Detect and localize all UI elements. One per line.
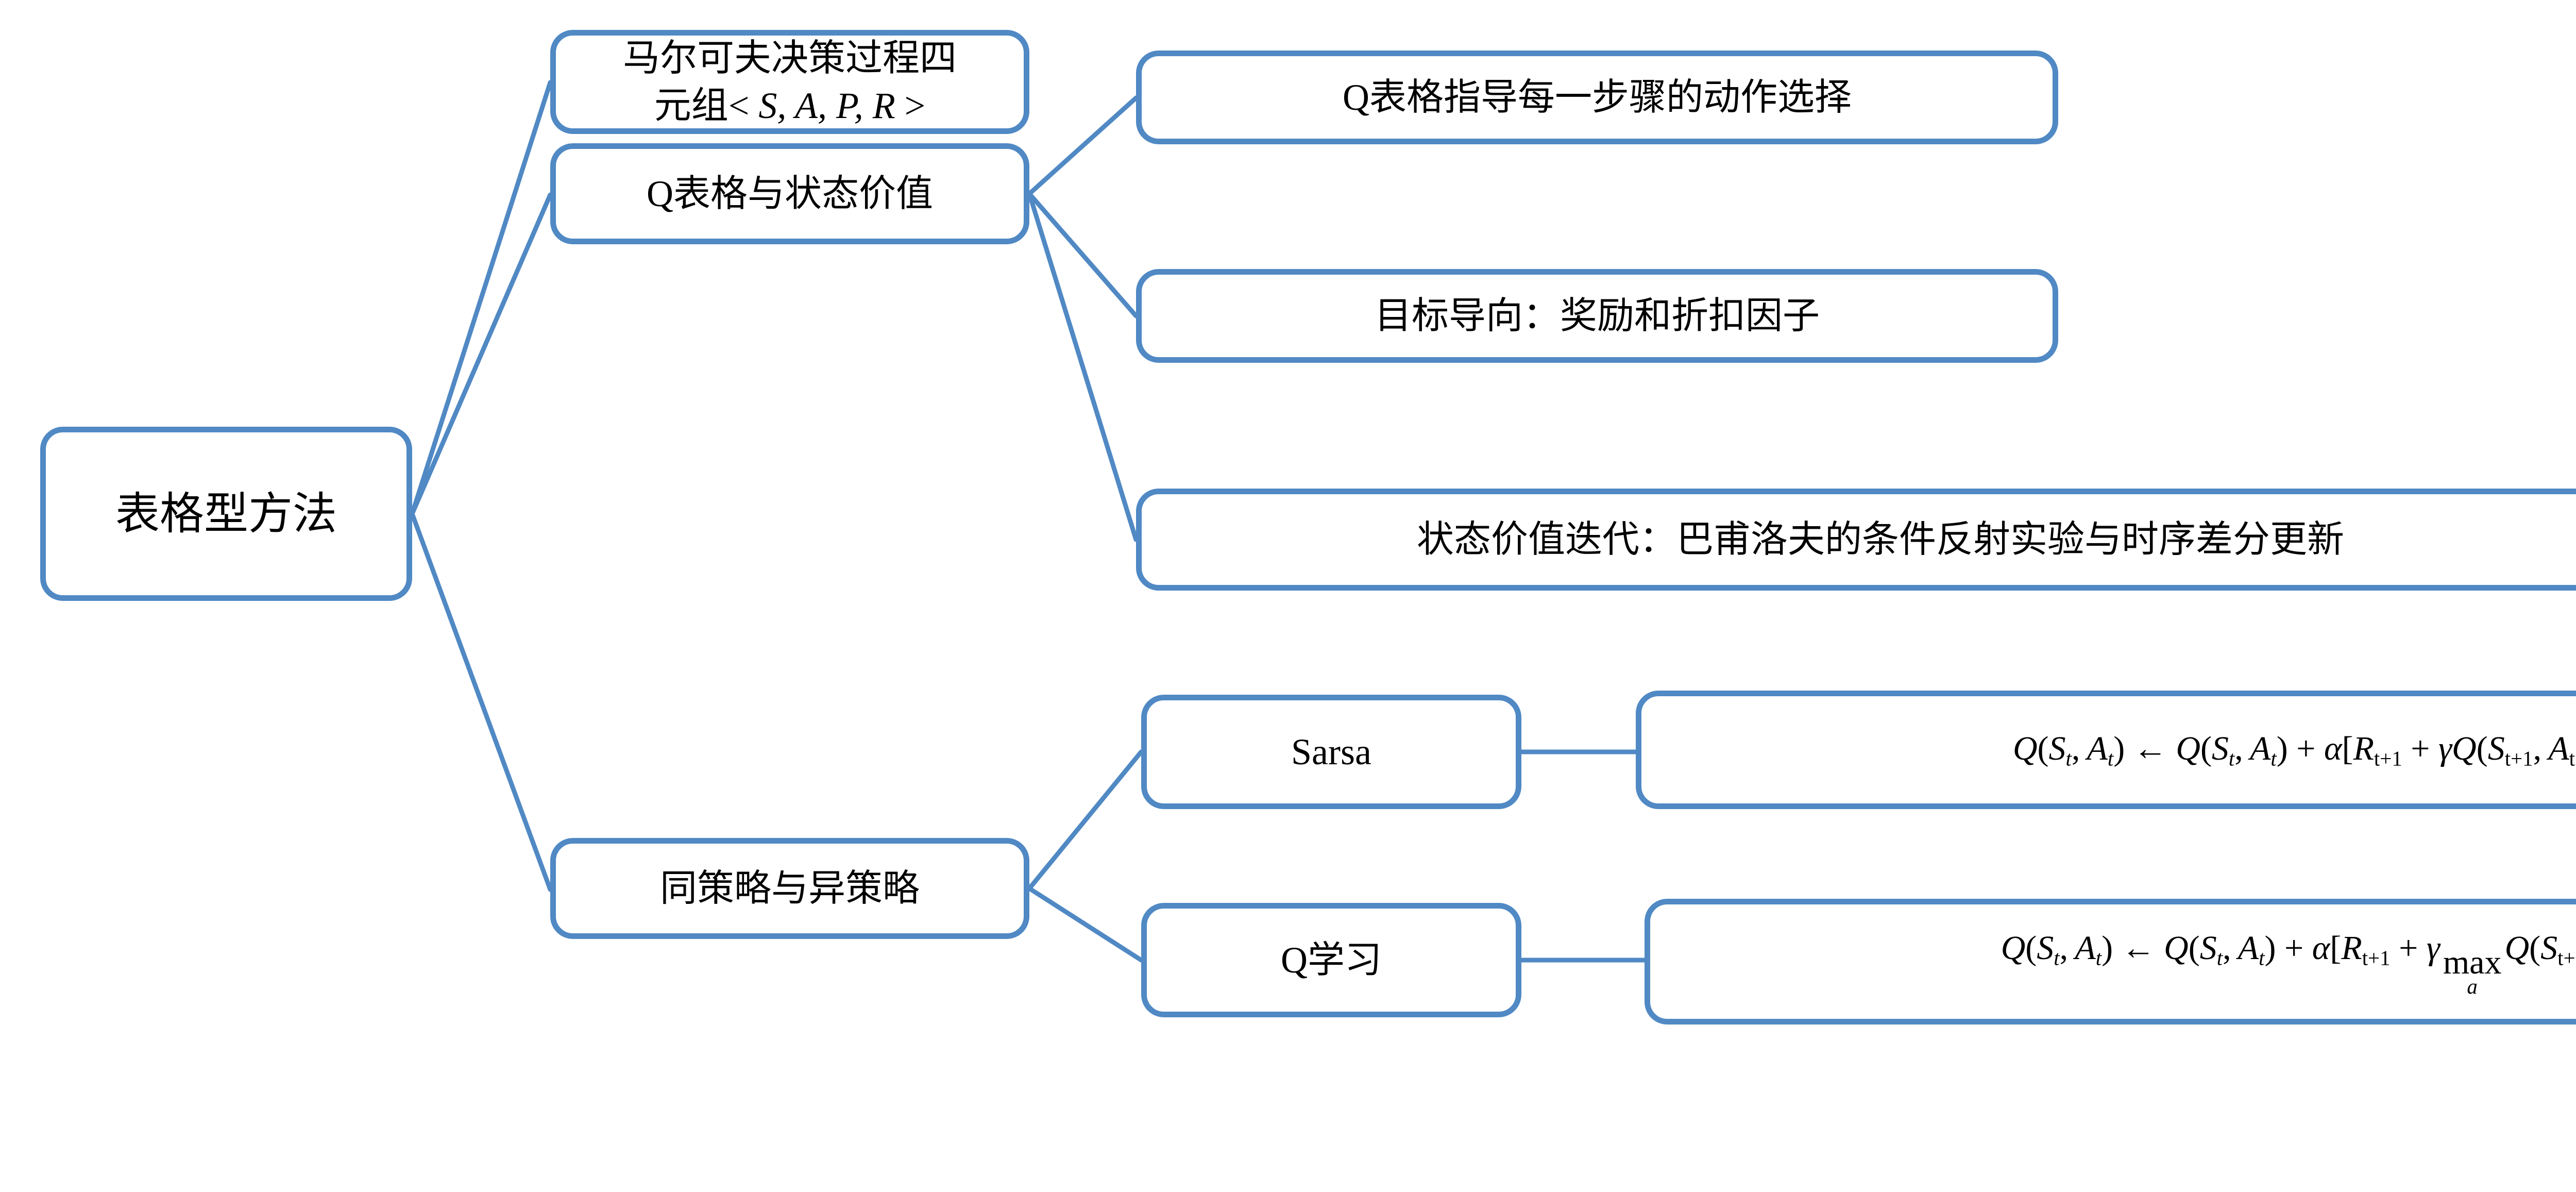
edge-root-to-policy — [410, 511, 553, 892]
node-sarsa-label: Sarsa — [1291, 731, 1371, 773]
edge-policy-to-sarsa — [1027, 749, 1144, 891]
sarsa-eq-body: Q(St, At) ← Q(St, At) + α[Rt+1 + γQ(St+1… — [2012, 730, 2576, 770]
node-policy-label: 同策略与异策略 — [659, 867, 920, 909]
node-sarsa[interactable]: Sarsa — [1141, 695, 1521, 809]
sarsa-equation: Q(St, At) ← Q(St, At) + α[Rt+1 + γQ(St+1… — [1655, 727, 2576, 773]
edge-policy-to-qlearning — [1027, 886, 1144, 963]
node-goal-label: 目标导向：奖励和折扣因子 — [1374, 295, 1820, 337]
node-qtable-label: Q表格与状态价值 — [647, 173, 933, 214]
node-q-learning[interactable]: Q学习 — [1141, 903, 1521, 1017]
node-mdp-line2-prefix: 元组< — [654, 85, 759, 126]
node-onpolicy-offpolicy[interactable]: 同策略与异策略 — [550, 838, 1029, 939]
node-qguide-label: Q表格指导每一步骤的动作选择 — [1343, 76, 1852, 118]
edge-qtable-to-qguide — [1027, 95, 1139, 196]
node-qtable-state-value[interactable]: Q表格与状态价值 — [550, 143, 1029, 244]
node-state-value-iteration[interactable]: 状态价值迭代：巴甫洛夫的条件反射实验与时序差分更新 — [1136, 489, 2576, 591]
node-qlearning-label: Q学习 — [1281, 939, 1382, 981]
node-mdp-line1: 马尔可夫决策过程四 — [622, 37, 957, 79]
edge-qtable-to-goal — [1027, 191, 1139, 318]
node-mdp-line2-suffix: > — [895, 85, 926, 126]
node-root-tabular-methods[interactable]: 表格型方法 — [40, 427, 412, 601]
node-goal-oriented-reward-discount[interactable]: 目标导向：奖励和折扣因子 — [1136, 269, 2058, 363]
node-sarsa-update-equation[interactable]: Q(St, At) ← Q(St, At) + α[Rt+1 + γQ(St+1… — [1636, 691, 2576, 809]
edge-qtable-to-valueiter — [1027, 191, 1139, 542]
node-mdp-tuple-symbols: S, A, P, R — [758, 85, 895, 126]
node-qtable-guides-action-selection[interactable]: Q表格指导每一步骤的动作选择 — [1136, 51, 2058, 144]
node-valueiter-label: 状态价值迭代：巴甫洛夫的条件反射实验与时序差分更新 — [1416, 518, 2344, 560]
node-mdp-tuple[interactable]: 马尔可夫决策过程四 元组< S, A, P, R > — [550, 30, 1029, 134]
node-mdp-label: 马尔可夫决策过程四 元组< S, A, P, R > — [569, 35, 1010, 129]
edge-root-to-mdp — [410, 80, 553, 516]
edge-root-to-qtable — [410, 192, 553, 516]
node-root-label: 表格型方法 — [115, 489, 337, 539]
